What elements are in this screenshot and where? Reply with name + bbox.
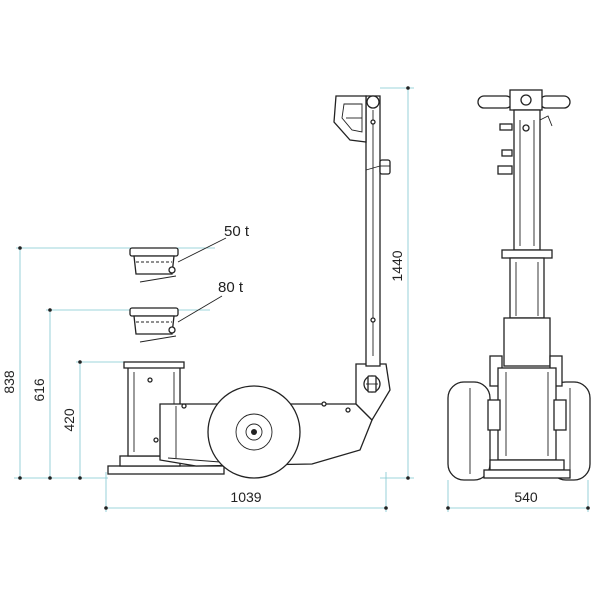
dim-1440: 1440 [389, 250, 405, 281]
saddle-50t [129, 237, 227, 283]
dim-420: 420 [61, 408, 77, 432]
saddle-80t [129, 295, 223, 343]
dim-616: 616 [31, 378, 47, 402]
front-view-jack [447, 89, 591, 481]
dim-1039: 1039 [230, 489, 261, 505]
label-80t: 80 t [218, 279, 244, 296]
label-50t: 50 t [224, 223, 250, 240]
dim-540: 540 [514, 489, 538, 505]
side-view-jack [107, 95, 391, 479]
dimension-lines [14, 86, 590, 512]
dim-838: 838 [1, 370, 17, 394]
